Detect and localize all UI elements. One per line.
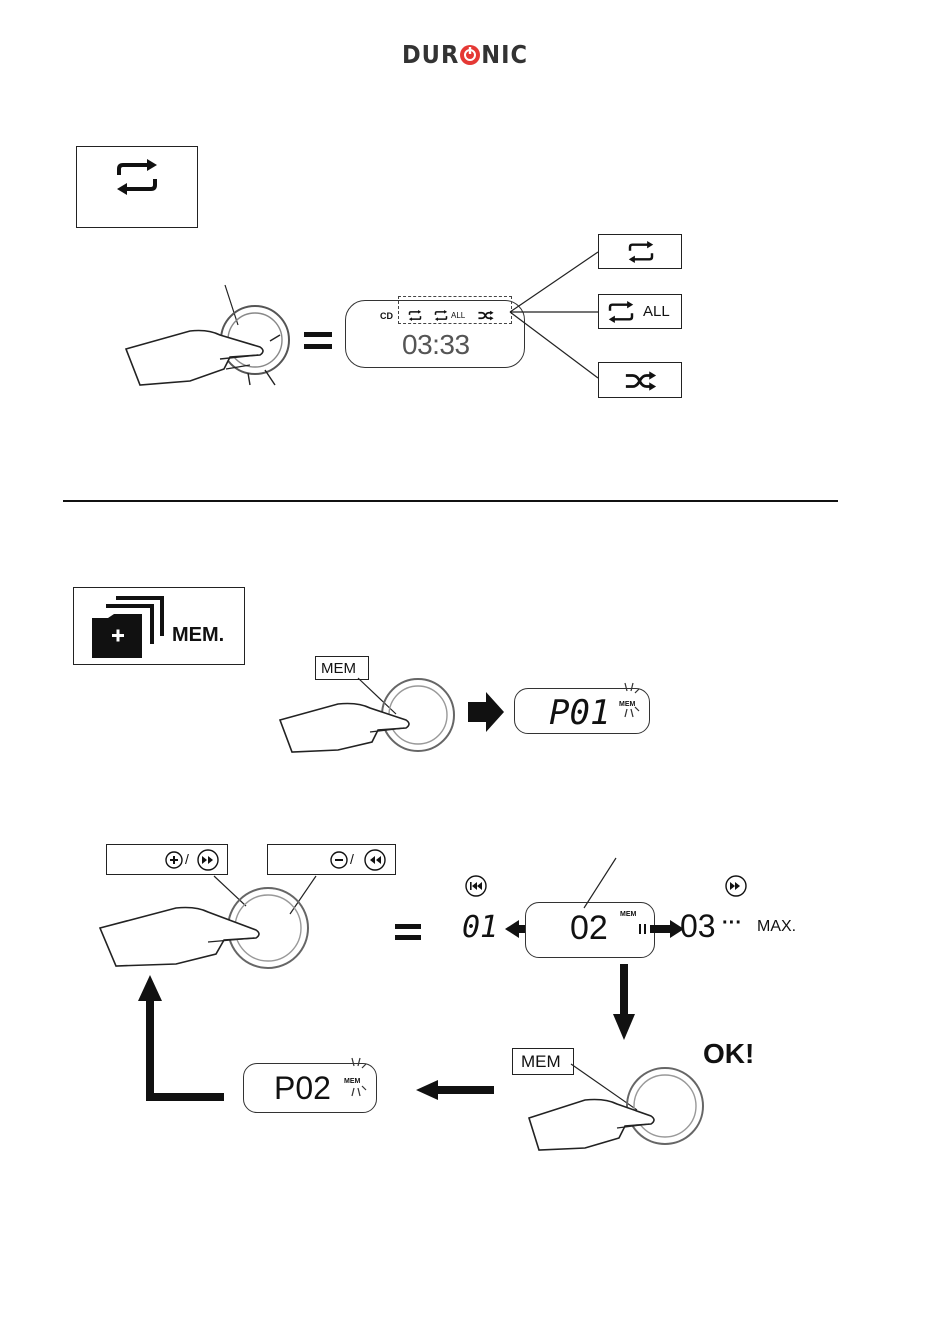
- repeat-all-icon: [607, 301, 635, 323]
- power-icon: [459, 44, 481, 66]
- folder-plus-icon: [90, 596, 166, 658]
- minus-circle-icon: [330, 851, 348, 869]
- track-more: ···: [722, 912, 742, 935]
- track-next: 03: [680, 908, 716, 945]
- lcd-p01: P01 MEM: [514, 688, 650, 734]
- plus-circle-icon: [165, 851, 183, 869]
- lcd-cd-label: CD: [380, 311, 393, 321]
- prev-track-icon: [364, 849, 386, 871]
- lcd-track-select: 02 MEM: [525, 902, 655, 958]
- next-track-icon: [197, 849, 219, 871]
- option-repeat-all: ALL: [598, 294, 682, 329]
- arrow-left-big-icon: [416, 1080, 494, 1100]
- next-button-label: /: [106, 844, 228, 875]
- hand-press-mem-2: [525, 1060, 715, 1160]
- mem-label: MEM.: [172, 624, 224, 647]
- option-all-label: ALL: [643, 303, 670, 320]
- logo-text-left: DUR: [402, 40, 459, 69]
- lcd-mode-highlight: [398, 296, 512, 324]
- prev-button-label: /: [267, 844, 396, 875]
- repeat-icon-box: [76, 146, 198, 228]
- hand-press-skip: [96, 872, 316, 982]
- shuffle-icon: [625, 370, 657, 392]
- equals-sign-2: [395, 922, 421, 942]
- section-divider: [63, 500, 838, 502]
- arrow-right-icon: [468, 692, 504, 732]
- loop-back-arrow-icon: [134, 975, 224, 1105]
- repeat-icon: [115, 159, 159, 195]
- repeat-icon: [627, 241, 655, 263]
- track-prev: 01: [462, 910, 498, 945]
- mem-icon-box: MEM.: [73, 587, 245, 665]
- blink-marks: [617, 683, 643, 717]
- arrow-right-small-icon: [638, 920, 684, 938]
- brand-logo: DUR NIC: [402, 40, 528, 69]
- mode-connector-lines: [510, 250, 610, 370]
- hand-press-knob-1: [120, 285, 320, 405]
- pointer-line: [580, 858, 620, 908]
- prev-track-small-icon: [465, 875, 487, 897]
- arrow-down-icon: [613, 964, 635, 1040]
- lcd-p02: P02 MEM: [243, 1063, 377, 1113]
- track-current: 02: [570, 909, 608, 948]
- next-track-small-icon: [725, 875, 747, 897]
- option-repeat-one: [598, 234, 682, 269]
- blink-marks-2: [344, 1058, 370, 1096]
- option-shuffle: [598, 362, 682, 398]
- lcd-time: 03:33: [402, 329, 470, 361]
- equals-sign: [304, 330, 332, 352]
- logo-text-right: NIC: [481, 40, 528, 69]
- track-max: MAX.: [757, 918, 796, 936]
- lcd-mem-tag-2: MEM: [620, 911, 636, 918]
- hand-press-mem: [278, 670, 468, 760]
- lcd-p02-text: P02: [274, 1070, 331, 1107]
- lcd-p01-text: P01: [549, 693, 610, 733]
